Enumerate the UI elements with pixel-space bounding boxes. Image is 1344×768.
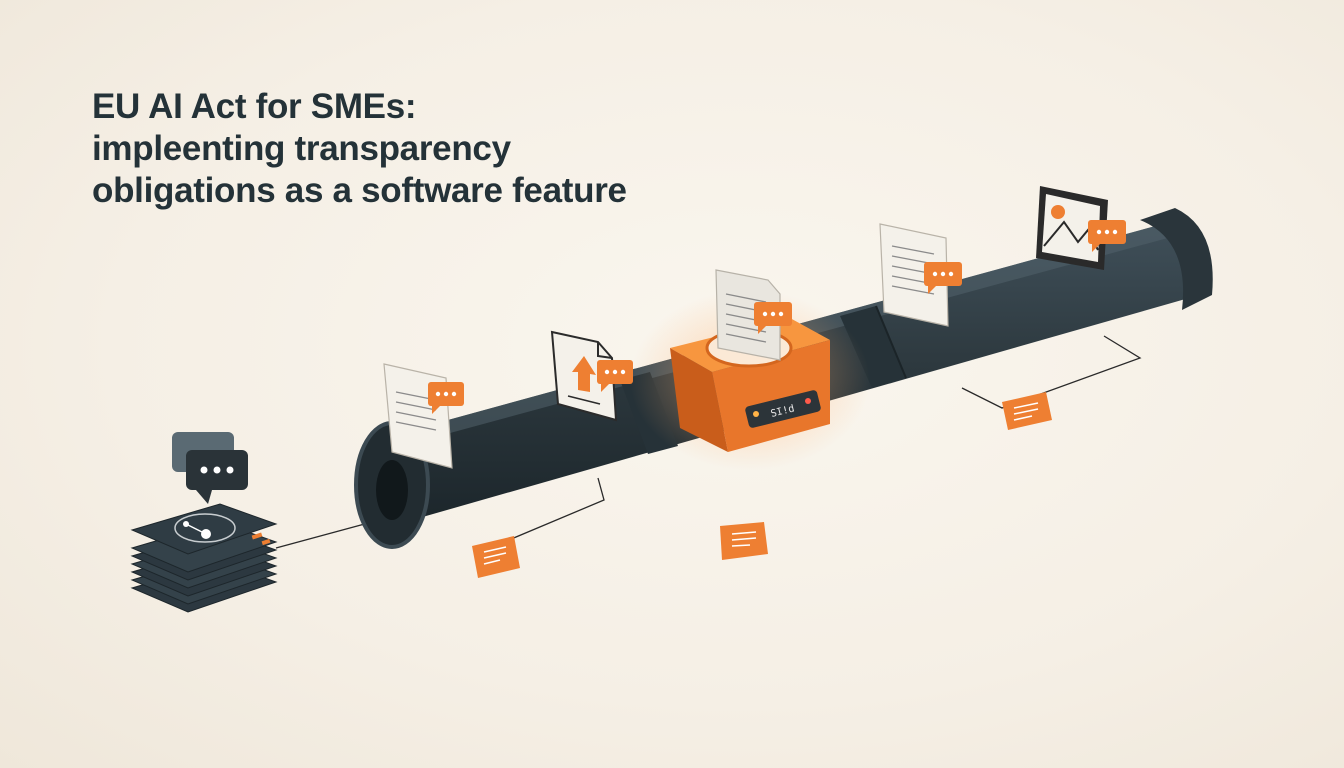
page-title: EU AI Act for SMEs: impleenting transpar… — [92, 86, 627, 212]
document-icon — [383, 363, 453, 469]
connector-tag-2 — [961, 335, 1142, 409]
chat-bubble-icon — [924, 262, 962, 294]
label-tag-icon — [472, 536, 520, 578]
status-light-red — [805, 398, 811, 404]
pipe-end-collar — [1140, 208, 1213, 310]
label-tag-icon — [720, 522, 768, 560]
chat-bubble-icon — [597, 360, 633, 392]
connector-lines — [275, 335, 1142, 549]
title-line-1: EU AI Act for SMEs: — [92, 87, 417, 126]
connector-tag-1 — [496, 477, 605, 546]
pipe-joint — [840, 306, 906, 388]
chat-bubble-icon — [754, 302, 792, 334]
upload-document-icon — [550, 330, 618, 422]
title-line-3: obligations as a software feature — [92, 171, 627, 210]
label-tag-icon — [1002, 392, 1052, 430]
chat-bubble-icon — [428, 382, 464, 414]
chat-bubble-icon — [172, 432, 248, 504]
chat-bubble-icon — [1088, 220, 1126, 252]
connector-stack-to-pipe — [275, 521, 373, 549]
stack-icon — [130, 503, 278, 613]
module-display — [745, 390, 821, 428]
title-line-2: impleenting transparency — [92, 129, 511, 168]
status-light-amber — [753, 411, 759, 417]
